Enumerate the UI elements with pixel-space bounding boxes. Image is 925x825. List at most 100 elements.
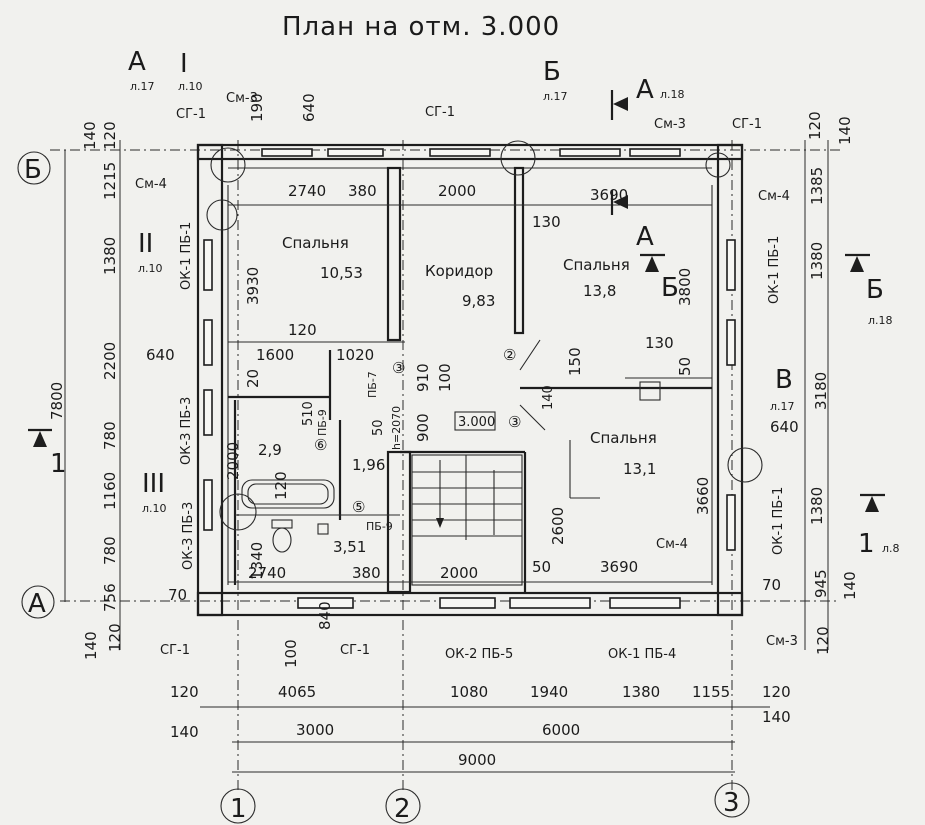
node-iii-label: III bbox=[142, 469, 165, 499]
label-sm4-left: См-4 bbox=[135, 177, 167, 192]
dim-130: 130 bbox=[645, 334, 674, 352]
dim-left-total: 7800 bbox=[48, 382, 66, 420]
room-name-bedroom-1: Спальня bbox=[282, 234, 349, 252]
room-area-hall: 3,51 bbox=[333, 538, 366, 556]
label-sm3-bottom-right: См-3 bbox=[766, 634, 798, 649]
right-windows bbox=[726, 239, 736, 551]
dim-b1-2: 1080 bbox=[450, 683, 488, 701]
dim-l-8: 756 bbox=[101, 583, 119, 612]
section-markers bbox=[28, 90, 885, 512]
axis-bubble-3 bbox=[714, 782, 750, 818]
mark-6: ⑥ bbox=[314, 436, 327, 454]
dim-bot-1: 380 bbox=[352, 564, 381, 582]
dim-100-bot: 100 bbox=[282, 639, 300, 668]
dim-r-0: 120 bbox=[806, 111, 824, 140]
axis-label-3: 3 bbox=[723, 788, 740, 818]
dim-2600: 2600 bbox=[549, 507, 567, 545]
dim-50-top: 130 bbox=[532, 213, 561, 231]
dim-70-right: 70 bbox=[762, 576, 781, 594]
dim-l-5: 780 bbox=[101, 421, 119, 450]
room-name-bedroom-3: Спальня bbox=[590, 429, 657, 447]
dim-b-140-right: 140 bbox=[762, 708, 791, 726]
dim-b-140-left: 140 bbox=[170, 723, 199, 741]
room-area-bedroom-1: 10,53 bbox=[320, 264, 363, 282]
node-v-label: В bbox=[775, 365, 793, 395]
node-ii-label: II bbox=[138, 229, 153, 259]
room-area-bedroom-2: 13,8 bbox=[583, 282, 616, 300]
axis-bubbles: Б А 1 2 3 bbox=[17, 151, 750, 824]
label-sm4-right: См-4 bbox=[758, 189, 790, 204]
room-area-bath: 2,9 bbox=[258, 441, 282, 459]
dim-l-3: 1380 bbox=[101, 237, 119, 275]
label-sm4-bottom: См-4 bbox=[656, 537, 688, 552]
room-area-wc: 1,96 bbox=[352, 456, 385, 474]
dim-640-top: 640 bbox=[300, 93, 318, 122]
sheet-ref-ii: л.10 bbox=[138, 262, 163, 275]
label-ok3pb3-lower: ОК-3 ПБ-3 bbox=[181, 502, 196, 570]
dim-r-2: 1385 bbox=[808, 167, 826, 205]
dim-b2-1: 6000 bbox=[542, 721, 580, 739]
label-sg1-top-left: СГ-1 bbox=[176, 107, 206, 122]
left-windows bbox=[203, 239, 213, 531]
bottom-windows bbox=[297, 597, 681, 609]
dim-3800: 3800 bbox=[676, 268, 694, 306]
level-box bbox=[454, 411, 496, 431]
dim-l-9: 120 bbox=[106, 623, 124, 652]
section-b-label-right: Б bbox=[866, 275, 884, 305]
dim-bot-2: 2000 bbox=[440, 564, 478, 582]
label-pb7: ПБ-7 bbox=[366, 371, 379, 398]
label-sm3-top-left: См-3 bbox=[226, 91, 258, 106]
dim-total: 9000 bbox=[458, 751, 496, 769]
dim-120-bath: 120 bbox=[272, 471, 290, 500]
doors bbox=[519, 339, 546, 431]
label-sg1-bottom-left: СГ-1 bbox=[160, 643, 190, 658]
axis-bubble-a bbox=[21, 585, 55, 619]
label-ok1pb1-left: ОК-1 ПБ-1 bbox=[179, 222, 194, 290]
toilet bbox=[271, 519, 293, 553]
dim-b1-3: 1940 bbox=[530, 683, 568, 701]
label-sg1-top-right: СГ-1 bbox=[732, 117, 762, 132]
dim-r-6: 945 bbox=[812, 569, 830, 598]
dim-bot-3: 50 bbox=[532, 558, 551, 576]
section-a-sheet: л.18 bbox=[660, 88, 685, 101]
dim-1020: 1020 bbox=[336, 346, 374, 364]
label-ok1pb1-upper: ОК-1 ПБ-1 bbox=[767, 236, 782, 304]
dim-l-7: 780 bbox=[101, 536, 119, 565]
dim-190: 190 bbox=[248, 93, 266, 122]
dim-bot-0: 2740 bbox=[248, 564, 286, 582]
axis-bubble-2 bbox=[385, 788, 421, 824]
label-ok1pb4: ОК-1 ПБ-4 bbox=[608, 647, 676, 662]
axis-label-1: 1 bbox=[230, 794, 247, 824]
dim-120-mid: 120 bbox=[288, 321, 317, 339]
dim-640-right: 640 bbox=[770, 418, 799, 436]
external-walls bbox=[196, 143, 744, 617]
dimension-lines bbox=[64, 140, 829, 773]
dim-20: 20 bbox=[244, 369, 262, 388]
room-name-corridor: Коридор bbox=[425, 262, 493, 280]
dim-r-5: 1380 bbox=[808, 487, 826, 525]
label-pb9-lower: ПБ-9 bbox=[366, 520, 393, 533]
dim-top-3: 3690 bbox=[590, 186, 628, 204]
section-1-sheet: л.8 bbox=[882, 542, 900, 555]
dim-100: 100 bbox=[436, 363, 454, 392]
room-area-bedroom-3: 13,1 bbox=[623, 460, 656, 478]
level-mark: 3.000 bbox=[458, 415, 495, 430]
dim-910: 910 bbox=[414, 363, 432, 392]
mark-2: ② bbox=[503, 346, 516, 364]
sink bbox=[317, 523, 329, 535]
sheet-ref-iii: л.10 bbox=[142, 502, 167, 515]
dim-70-left: 70 bbox=[168, 586, 187, 604]
mark-3-upper: ③ bbox=[392, 359, 405, 377]
label-pb9-upper: ПБ-9 bbox=[316, 409, 329, 436]
label-ok1pb1-lower: ОК-1 ПБ-1 bbox=[771, 487, 786, 555]
section-a-label-top: А bbox=[636, 75, 654, 105]
label-sm3-top-right: См-3 bbox=[654, 117, 686, 132]
node-i-label: I bbox=[180, 49, 188, 79]
mark-5: ⑤ bbox=[352, 498, 365, 516]
dim-150: 150 bbox=[566, 347, 584, 376]
room-area-corridor: 9,83 bbox=[462, 292, 495, 310]
dim-640-left: 640 bbox=[146, 346, 175, 364]
dim-l-1: 120 bbox=[101, 121, 119, 150]
dim-top-2: 2000 bbox=[438, 182, 476, 200]
